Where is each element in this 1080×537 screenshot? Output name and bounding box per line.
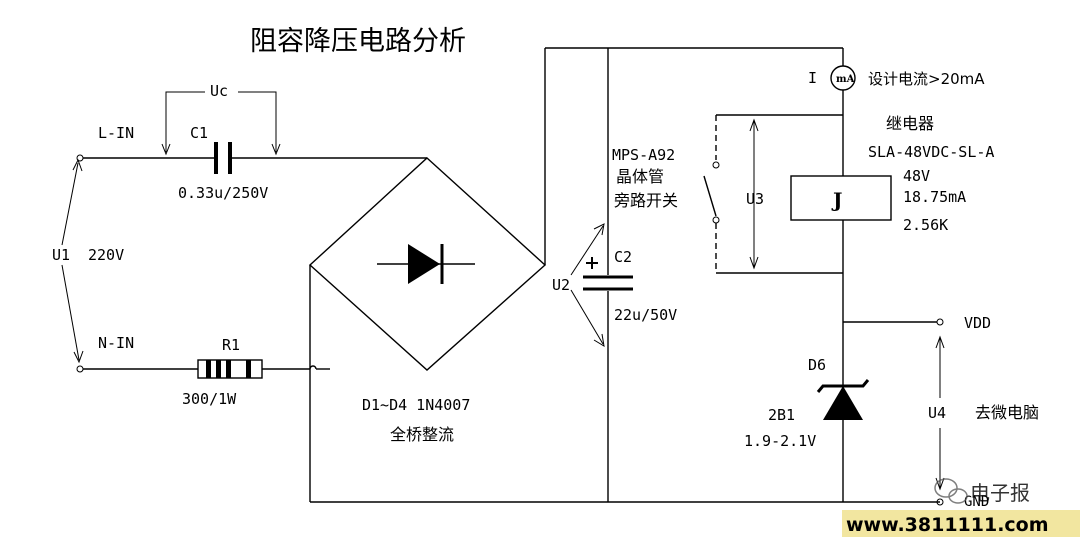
u2-voltage-marker xyxy=(570,223,605,347)
gnd-terminal xyxy=(936,498,944,506)
capacitor-c1 xyxy=(214,142,232,174)
l-in-label: L-IN xyxy=(98,124,134,142)
relay-title: 继电器 xyxy=(886,114,934,133)
bridge-rectifier xyxy=(308,48,547,502)
u1-label: U1 xyxy=(52,246,70,264)
c2-value: 22u/50V xyxy=(614,306,677,324)
bridge-label: D1~D4 1N4007 xyxy=(362,396,470,414)
transistor-model: MPS-A92 xyxy=(612,146,675,164)
ammeter-label: I xyxy=(808,69,817,87)
capacitor-c2 xyxy=(583,48,633,502)
n-in-terminal xyxy=(76,365,84,373)
u3-voltage-marker xyxy=(749,118,759,270)
relay-current: 18.75mA xyxy=(903,188,966,206)
wechat-icon xyxy=(934,478,968,504)
u4-label: U4 xyxy=(928,404,946,422)
relay-voltage: 48V xyxy=(903,167,930,185)
design-current: 设计电流>20mA xyxy=(868,70,985,88)
relay-switch xyxy=(703,114,843,274)
relay-model: SLA-48VDC-SL-A xyxy=(868,143,994,161)
rails xyxy=(310,47,940,503)
transistor-desc-1: 晶体管 xyxy=(616,167,664,186)
c1-label: C1 xyxy=(190,124,208,142)
diagram-title: 阻容降压电路分析 xyxy=(250,26,466,57)
n-in-label: N-IN xyxy=(98,334,134,352)
u2-label: U2 xyxy=(552,276,570,294)
d6-model: 2B1 xyxy=(768,406,795,424)
d6-voltage: 1.9-2.1V xyxy=(744,432,816,450)
resistor-r1 xyxy=(197,359,263,379)
vdd-label: VDD xyxy=(964,314,991,332)
uc-label: Uc xyxy=(210,82,228,100)
right-branch xyxy=(790,48,944,502)
u4-desc: 去微电脑 xyxy=(975,403,1039,422)
u1-value: 220V xyxy=(88,246,124,264)
r1-value: 300/1W xyxy=(182,390,237,408)
l-in-line xyxy=(76,154,427,162)
c1-value: 0.33u/250V xyxy=(178,184,268,202)
gnd-label: GND xyxy=(964,494,989,510)
website-bg xyxy=(842,510,1080,537)
vdd-terminal xyxy=(936,318,944,326)
transistor-desc-2: 旁路开关 xyxy=(614,191,678,210)
d6-label: D6 xyxy=(808,356,826,374)
relay-resistance: 2.56K xyxy=(903,216,948,234)
uc-voltage-marker xyxy=(161,91,281,156)
u1-voltage-marker xyxy=(61,158,84,364)
ammeter-symbol: mA xyxy=(836,74,855,85)
r1-label: R1 xyxy=(222,336,240,354)
website-text: www.3811111.com xyxy=(846,514,1049,536)
zener-d6 xyxy=(816,379,870,420)
c2-label: C2 xyxy=(614,248,632,266)
watermark-text: 电子报 xyxy=(970,481,1030,505)
relay-symbol: J xyxy=(831,188,842,212)
relay-coil xyxy=(790,175,892,221)
u3-label: U3 xyxy=(746,190,764,208)
bridge-desc: 全桥整流 xyxy=(390,425,454,444)
